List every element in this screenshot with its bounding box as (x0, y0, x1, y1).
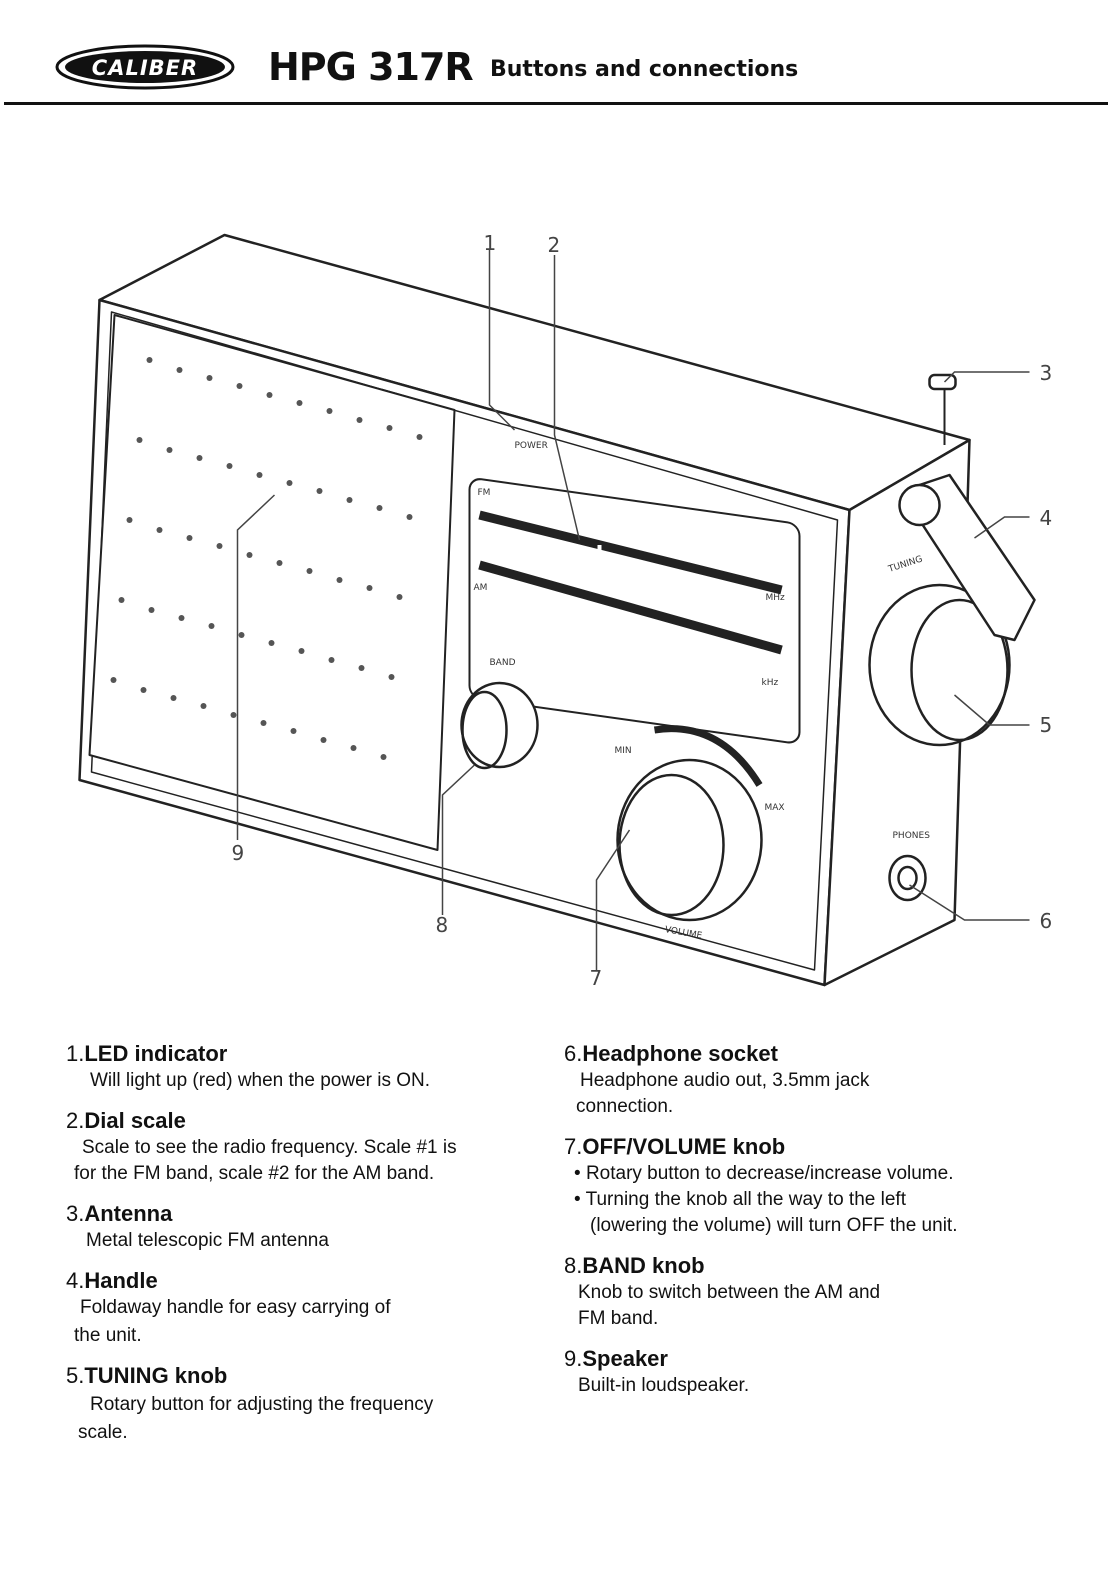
page-subtitle: Buttons and connections (490, 57, 799, 82)
item-number: 3. (66, 1201, 85, 1226)
callout-4: 4 (1040, 506, 1053, 530)
khz-label: kHz (762, 678, 779, 688)
headphone-socket (888, 854, 927, 902)
item-name: Handle (84, 1268, 158, 1293)
item-name: BAND knob (582, 1253, 705, 1278)
item-number: 4. (66, 1268, 85, 1293)
speaker-dots (110, 357, 423, 760)
max-label: MAX (765, 803, 785, 813)
item-name: TUNING knob (84, 1363, 228, 1388)
callout-9: 9 (232, 841, 245, 865)
item-description: Will light up (red) when the power is ON… (90, 1070, 431, 1091)
item-description: connection. (576, 1096, 674, 1117)
item-name: Speaker (582, 1346, 668, 1371)
item-headphone-socket: 6.Headphone socket Headphone audio out, … (564, 1040, 1084, 1120)
item-number: 1. (66, 1041, 85, 1066)
callout-3: 3 (1040, 361, 1053, 385)
min-label: MIN (615, 746, 632, 756)
item-description: scale. (78, 1422, 128, 1443)
item-bullet-continuation: (lowering the volume) will turn OFF the … (590, 1215, 958, 1236)
item-description: Scale to see the radio frequency. Scale … (82, 1137, 457, 1158)
am-label: AM (474, 583, 488, 593)
item-description: Metal telescopic FM antenna (86, 1230, 329, 1251)
callout-2: 2 (548, 233, 561, 257)
item-description: Headphone audio out, 3.5mm jack (580, 1070, 870, 1091)
item-name: Headphone socket (582, 1041, 778, 1066)
header-divider (4, 102, 1108, 105)
item-handle: 4.Handle Foldaway handle for easy carryi… (66, 1267, 546, 1349)
item-dial-scale: 2.Dial scale Scale to see the radio freq… (66, 1107, 546, 1187)
tuning-knob (868, 583, 1011, 747)
item-name: OFF/VOLUME knob (582, 1134, 786, 1159)
phones-label: PHONES (893, 831, 931, 841)
volume-knob (616, 758, 763, 922)
item-bullet: Rotary button to decrease/increase volum… (574, 1161, 1084, 1187)
item-description: Rotary button for adjusting the frequenc… (90, 1394, 434, 1415)
band-label: BAND (490, 658, 516, 668)
item-antenna: 3.Antenna Metal telescopic FM antenna (66, 1200, 546, 1254)
item-description: the unit. (74, 1325, 142, 1346)
band-knob (460, 681, 539, 769)
item-description: for the FM band, scale #2 for the AM ban… (74, 1163, 435, 1184)
callout-1: 1 (484, 231, 497, 255)
item-description: Built-in loudspeaker. (578, 1375, 750, 1396)
item-band-knob: 8.BAND knob Knob to switch between the A… (564, 1252, 1084, 1332)
callout-8: 8 (436, 913, 449, 937)
description-column-right: 6.Headphone socket Headphone audio out, … (564, 1040, 1084, 1412)
page-header: CALIBER HPG 317R Buttons and connections (0, 0, 1119, 106)
item-number: 7. (564, 1134, 583, 1159)
mhz-label: MHz (766, 593, 786, 603)
svg-text:CALIBER: CALIBER (92, 56, 198, 80)
item-name: LED indicator (84, 1041, 228, 1066)
caliber-logo: CALIBER (55, 44, 235, 90)
callout-5: 5 (1040, 713, 1053, 737)
item-bullet: Turning the knob all the way to the left (574, 1187, 1084, 1213)
item-name: Antenna (84, 1201, 173, 1226)
callout-7: 7 (590, 966, 603, 990)
speaker-grille (88, 314, 456, 851)
item-speaker: 9.Speaker Built-in loudspeaker. (564, 1345, 1084, 1399)
item-description: Knob to switch between the AM and (578, 1282, 881, 1303)
item-description: FM band. (578, 1308, 659, 1329)
item-volume-knob: 7.OFF/VOLUME knob Rotary button to decre… (564, 1133, 1084, 1239)
item-led-indicator: 1.LED indicator Will light up (red) when… (66, 1040, 546, 1094)
item-number: 9. (564, 1346, 583, 1371)
item-number: 8. (564, 1253, 583, 1278)
fm-label: FM (478, 488, 491, 498)
item-tuning-knob: 5.TUNING knob Rotary button for adjustin… (66, 1362, 546, 1446)
model-title: HPG 317R (268, 45, 474, 89)
item-number: 2. (66, 1108, 85, 1133)
item-number: 6. (564, 1041, 583, 1066)
item-number: 5. (66, 1363, 85, 1388)
description-column-left: 1.LED indicator Will light up (red) when… (66, 1040, 546, 1459)
item-description: Foldaway handle for easy carrying of (80, 1297, 391, 1318)
radio-illustration: FM AM MHz kHz BAND MIN MAX VOLUME TUNING… (78, 231, 1053, 990)
item-name: Dial scale (84, 1108, 186, 1133)
callout-6: 6 (1040, 909, 1053, 933)
power-label: POWER (515, 441, 548, 451)
